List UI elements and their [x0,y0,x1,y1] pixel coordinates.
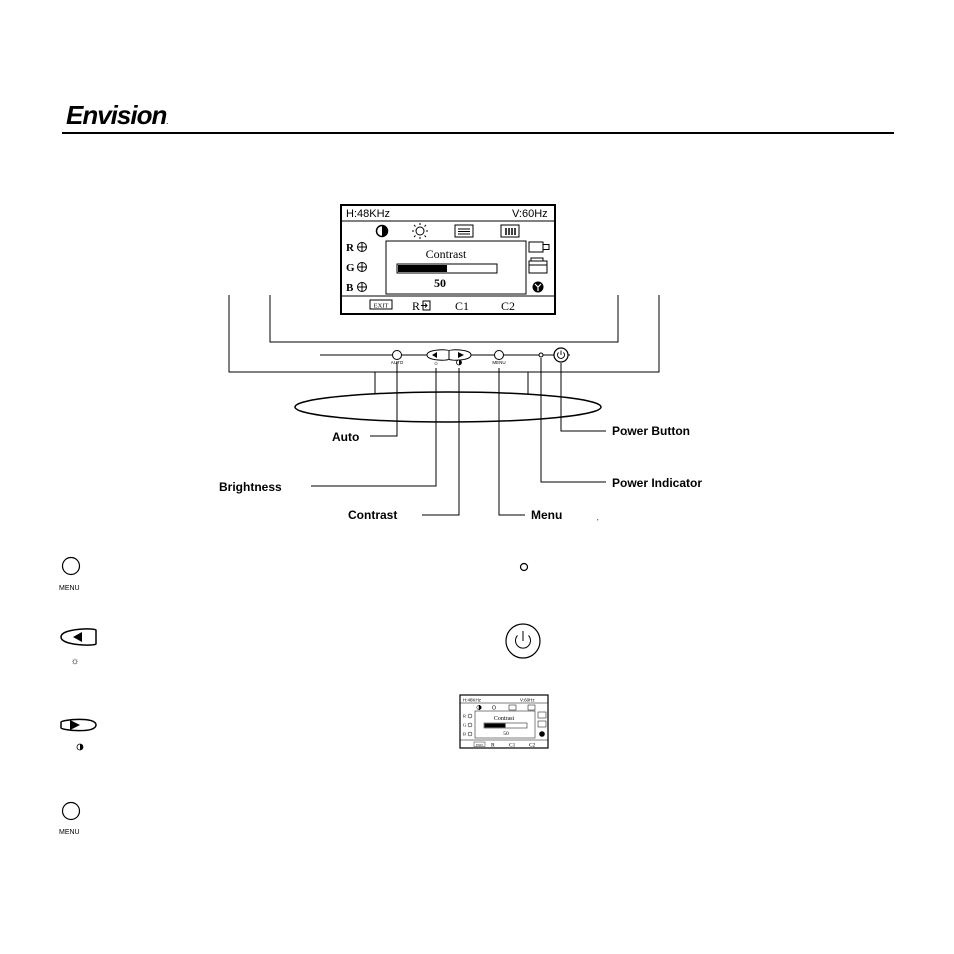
thumb-title: Contrast [494,716,515,722]
thumb-r-label: R [463,714,466,719]
legend-power-icon [506,624,540,658]
r-gain-icon[interactable] [358,243,367,252]
osd-v-freq: V:60Hz [512,208,548,220]
osd-b-label: B [346,282,354,294]
front-auto-button[interactable] [393,351,402,360]
front-menu-button[interactable] [495,351,504,360]
legend-menu-button-icon-2 [63,803,80,820]
thumb-degauss-icon [539,731,545,737]
callout-power-indicator: Power Indicator [612,476,702,490]
legend-contrast-icon [77,744,83,750]
b-gain-icon[interactable] [358,283,367,292]
osd-c2-label[interactable]: C2 [501,299,515,313]
osd-title: Contrast [426,247,467,261]
legend-menu-label-1: MENU [59,585,80,592]
degauss-icon[interactable] [533,282,544,293]
stray-mark-2: ˊ [596,518,599,528]
g-gain-icon[interactable] [358,263,367,272]
osd-r-label: R [346,242,355,254]
osd-window: H:48KHz V:60Hz R G [341,205,555,314]
legend-right-arrow-icon [61,719,96,730]
thumb-rgb-icons [468,714,472,736]
front-brightness-glyph: ☼ [433,361,439,367]
osd-thumbnail: H:48KHz V:60Hz R G B Contrast 50 EXIT R … [460,695,548,749]
osd-recall-label[interactable]: R [412,299,420,313]
thumb-exit: EXIT [476,743,483,747]
front-contrast-glyph [457,360,462,365]
osd-g-label: G [346,262,355,274]
legend-left-arrow-icon [61,629,96,645]
front-power-button[interactable] [554,348,568,362]
front-power-indicator [539,353,543,357]
osd-h-freq: H:48KHz [346,208,390,220]
callout-menu: Menu [531,508,562,522]
legend-power-indicator-icon [521,564,528,571]
thumb-v-freq: V:60Hz [520,698,535,703]
thumb-c1: C1 [509,743,516,749]
thumb-b-label: B [463,732,466,737]
thumb-value: 50 [503,731,509,737]
osd-exit-label: EXIT [374,303,389,310]
contrast-tab-icon[interactable] [377,226,388,237]
osd-level-fill [398,265,447,272]
callout-brightness: Brightness [219,480,282,494]
size-tab-icon[interactable] [501,225,519,237]
osd-c1-label[interactable]: C1 [455,299,469,313]
front-left-arrow-button[interactable] [427,350,449,360]
osd-value: 50 [434,276,446,290]
legend-brightness-icon: ☼ [70,656,79,667]
thumb-c2: C2 [529,743,536,749]
front-right-arrow-button[interactable] [449,350,471,360]
front-menu-label: MENU [492,360,505,365]
thumb-recall: R [491,743,495,749]
legend-menu-button-icon [63,558,80,575]
thumb-level-fill [485,724,506,728]
thumb-h-freq: H:48KHz [463,698,482,703]
position-tab-icon[interactable] [455,225,473,237]
callout-power-button: Power Button [612,424,690,438]
callout-auto: Auto [332,430,359,444]
callout-contrast: Contrast [348,508,397,522]
legend-menu-label-2: MENU [59,829,80,836]
